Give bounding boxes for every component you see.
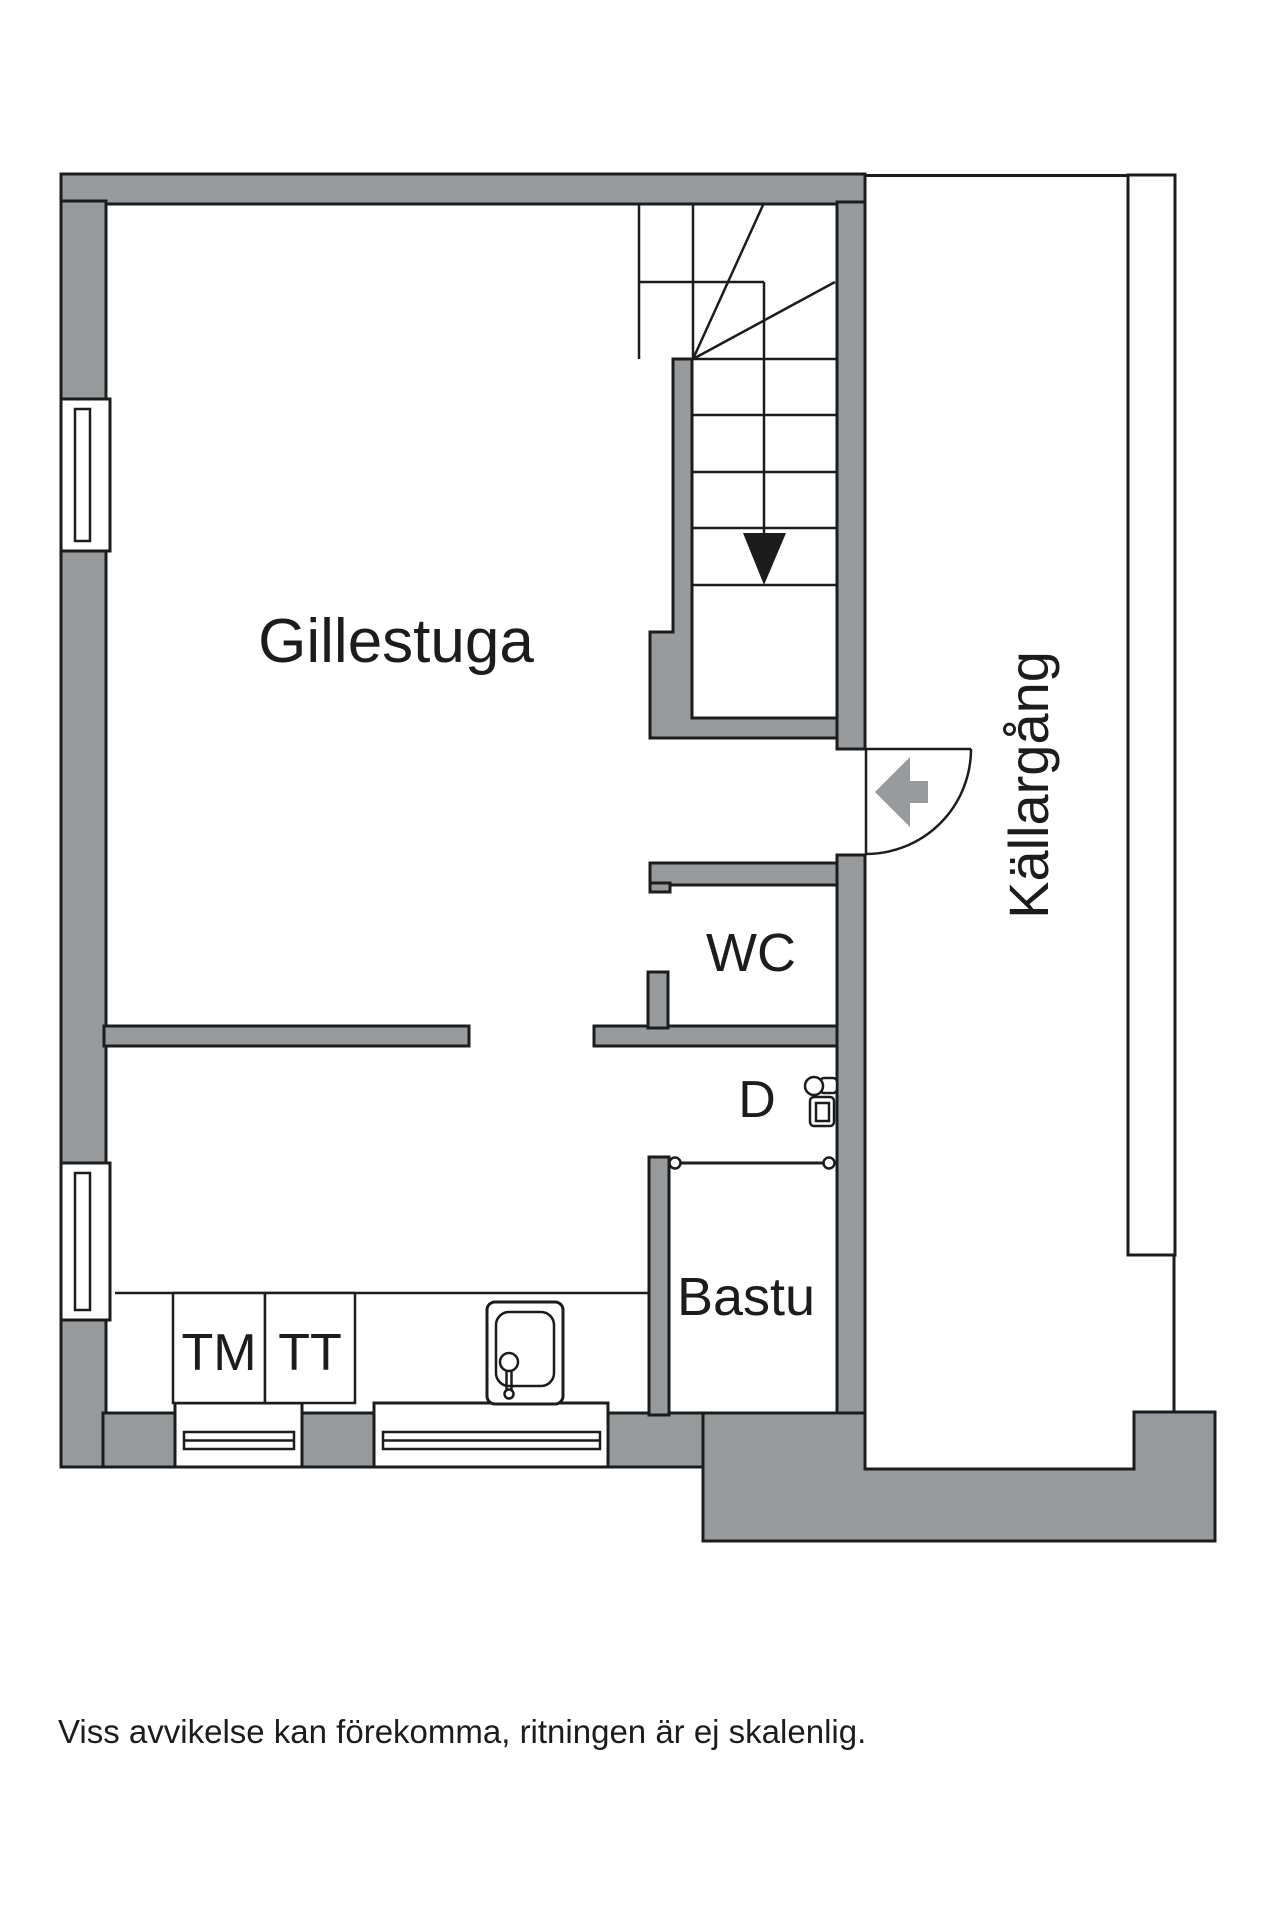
bastu-door-hinge xyxy=(822,1156,836,1170)
room-label-kallargang: Källargång xyxy=(997,651,1060,919)
labels: Gillestuga Källargång WC D Bastu TM TT xyxy=(181,607,1060,1382)
stair-winder-diagonal xyxy=(691,204,765,360)
wall-bottom-segment xyxy=(604,1411,707,1469)
wall-corridor-upper xyxy=(835,200,867,751)
wall-top xyxy=(59,172,867,206)
wall-corridor-lower xyxy=(835,853,867,1417)
sink-basin xyxy=(494,1310,556,1388)
wall-wc-stub xyxy=(646,970,670,1030)
wall-wc-top-cap xyxy=(648,881,672,894)
room-label-gillestuga: Gillestuga xyxy=(258,607,534,676)
wall-left-middle xyxy=(59,549,108,1167)
corridor-boundary xyxy=(865,173,1177,1413)
stair-winder-diagonal xyxy=(692,280,836,361)
door-swing-arc xyxy=(865,748,973,856)
disclaimer-text: Viss avvikelse kan förekomma, ritningen … xyxy=(58,1713,866,1750)
wall-bottom-segment xyxy=(101,1411,179,1469)
sink-tap-end xyxy=(503,1388,515,1400)
wall-wc-top xyxy=(648,861,839,887)
room-label-wc: WC xyxy=(706,923,796,983)
wall-wc-bottom xyxy=(592,1024,839,1048)
window-pane xyxy=(73,1171,92,1312)
wall-foundation-band xyxy=(701,1410,1217,1543)
shower-mixer-icon xyxy=(803,1075,839,1128)
window-pane xyxy=(73,407,92,543)
appliance-label-tt: TT xyxy=(278,1324,342,1382)
room-label-dusch: D xyxy=(738,1071,776,1129)
windows xyxy=(59,397,112,1322)
basement-windows xyxy=(173,1401,610,1469)
wall-bottom-segment xyxy=(298,1411,378,1469)
wall-stairwell xyxy=(648,357,839,740)
appliance-label-tm: TM xyxy=(181,1324,256,1382)
wall-left-lower xyxy=(59,1316,108,1469)
wall-bastu-left xyxy=(647,1155,671,1417)
sink-tap-base xyxy=(498,1351,520,1373)
bastu-door-hinge xyxy=(668,1156,682,1170)
laundry-counter xyxy=(115,1291,649,1406)
stair-direction-arrow-icon xyxy=(743,533,786,585)
shower-body-inner xyxy=(814,1101,831,1123)
wall-left-upper xyxy=(59,199,108,403)
room-label-bastu: Bastu xyxy=(677,1267,815,1327)
wall-divider xyxy=(102,1024,471,1048)
washing-machine xyxy=(171,1291,267,1405)
sink-icon xyxy=(485,1300,565,1406)
entrance-arrow-icon xyxy=(875,757,928,827)
shower-handle xyxy=(803,1075,825,1097)
entrance-door xyxy=(864,747,973,856)
tumble-dryer xyxy=(263,1291,357,1405)
bastu-front xyxy=(668,1156,836,1170)
staircase xyxy=(637,204,837,587)
corridor-right-strip xyxy=(1126,173,1177,1257)
